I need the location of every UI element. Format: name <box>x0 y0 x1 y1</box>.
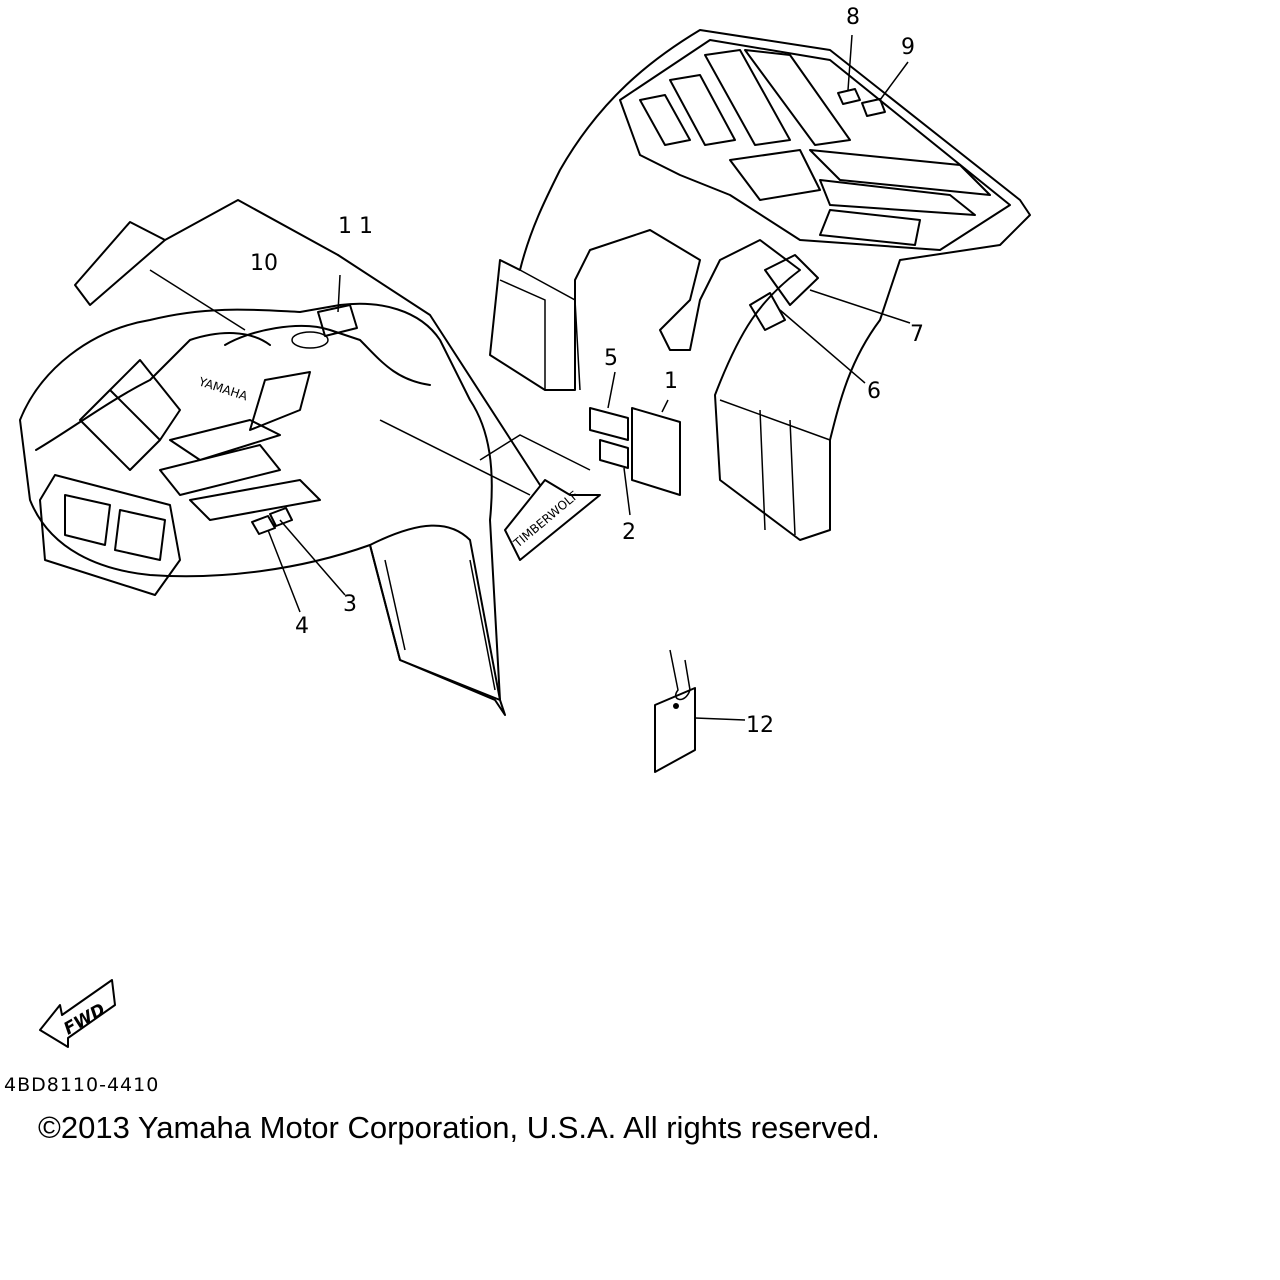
decal-8 <box>837 88 861 105</box>
front-fender: YAMAHA <box>19 302 506 716</box>
decal-6 <box>749 292 786 331</box>
decal-2 <box>599 439 629 469</box>
callout-9: 9 <box>901 35 915 60</box>
callout-8: 8 <box>846 5 860 30</box>
callout-4: 4 <box>295 614 309 639</box>
decal-9 <box>861 98 886 117</box>
decal-7 <box>764 254 819 306</box>
callout-6: 6 <box>867 379 881 404</box>
loose-decals <box>589 407 696 773</box>
leader-lines <box>267 34 911 721</box>
tag-12 <box>654 687 696 773</box>
callout-11: 1 1 <box>338 214 373 239</box>
callout-12: 12 <box>746 713 774 738</box>
callout-10: 10 <box>250 251 278 276</box>
decal-1 <box>631 407 681 496</box>
fwd-arrow-icon: FWD <box>39 979 116 1048</box>
callout-7: 7 <box>910 322 924 347</box>
yamaha-decal-text: YAMAHA <box>196 374 250 403</box>
callout-1: 1 <box>664 369 678 394</box>
callouts: 8 9 1 1 10 5 1 7 6 2 3 4 12 <box>250 5 924 738</box>
part-number: 4BD8110-4410 <box>4 1074 160 1096</box>
rear-fender <box>489 29 1031 541</box>
decals-3-4 <box>251 507 293 535</box>
callout-3: 3 <box>343 592 357 617</box>
timberwolf-decal <box>504 479 601 561</box>
copyright-notice: ©2013 Yamaha Motor Corporation, U.S.A. A… <box>38 1110 880 1145</box>
decal-set-11: TIMBERWOLF <box>74 199 601 561</box>
decal-10 <box>317 304 358 337</box>
callout-5: 5 <box>604 346 618 371</box>
decal-5 <box>589 407 629 441</box>
callout-2: 2 <box>622 520 636 545</box>
fwd-label: FWD <box>61 1000 110 1040</box>
